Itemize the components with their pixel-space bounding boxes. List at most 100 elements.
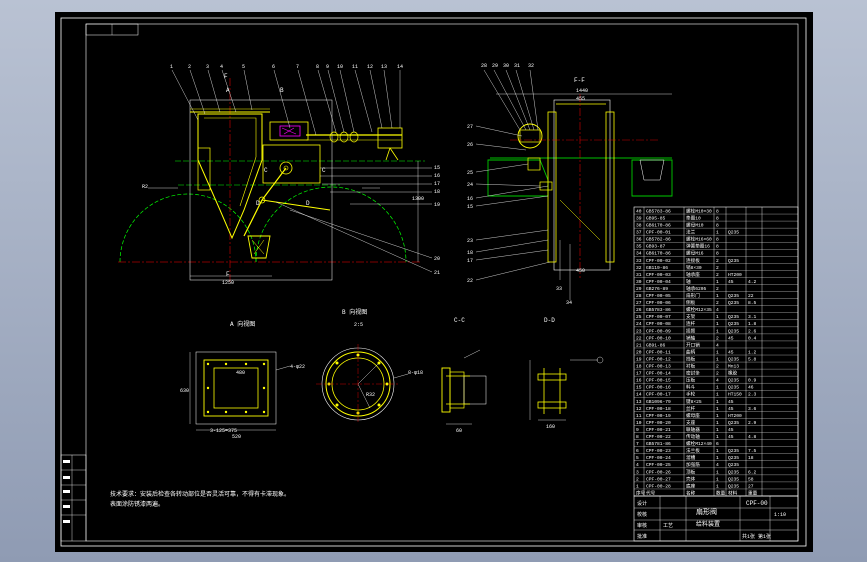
bom-cell: 7.5: [748, 448, 757, 454]
callout-5: 5: [242, 64, 245, 70]
bom-cell: 传动轴: [686, 433, 700, 440]
bom-cell: 36: [636, 237, 642, 243]
bom-cell: 4: [716, 378, 719, 384]
bom-cell: 16: [636, 378, 642, 384]
bom-cell: 13: [636, 399, 642, 405]
bom-cell: 1: [716, 279, 719, 285]
bom-cell: CPF-00-14: [646, 371, 671, 377]
bom-cell: 丝杆: [686, 405, 696, 412]
title-block: 设计 校核 审核 工艺 批准 扇形阀 给料装置 CPF-00 1:10 共1张 …: [633, 495, 799, 542]
bom-cell: GB119-86: [646, 265, 668, 271]
bom-cell: CPF-00-23: [646, 448, 671, 454]
bom-cell: 1: [716, 314, 719, 320]
callout-18b: 18: [467, 250, 473, 256]
a-view: [189, 351, 291, 431]
dd-view-title: D-D: [544, 317, 555, 324]
bom-cell: 45: [728, 279, 734, 285]
bom-cell: 1.2: [748, 349, 757, 355]
bom-cell: Q235: [728, 328, 739, 334]
callout-1: 1: [170, 64, 173, 70]
callout-15: 15: [434, 165, 440, 171]
bom-cell: 衬板: [686, 363, 696, 370]
bom-cell: 2: [716, 265, 719, 271]
callout-23: 23: [467, 238, 473, 244]
bom-header-cell: 代号: [646, 489, 656, 496]
bom-cell: 8: [716, 215, 719, 221]
bom-cell: 21: [636, 342, 642, 348]
bom-cell: CPF-00-01: [646, 230, 671, 236]
bom-cell: 侧板: [686, 299, 696, 306]
bom-cell: 8: [716, 237, 719, 243]
bom-cell: CPF-00-27: [646, 476, 671, 482]
bom-cell: 开口销: [686, 341, 700, 348]
title-label-review: 审核: [637, 522, 647, 529]
bom-cell: Q235: [728, 300, 739, 306]
dim-width-main: 1250: [222, 280, 234, 286]
bom-cell: 1: [716, 230, 719, 236]
bom-cell: 1: [716, 399, 719, 405]
bom-cell: 2: [716, 286, 719, 292]
dim-a-inner: 480: [236, 370, 245, 376]
callout-6: 6: [272, 64, 275, 70]
bom-cell: 18: [636, 364, 642, 370]
callout-7: 7: [296, 64, 299, 70]
callout-18: 18: [434, 189, 440, 195]
bom-cell: GB5781-86: [646, 441, 671, 447]
main-elevation-view: [118, 69, 433, 282]
bom-cell: 垫圈10: [686, 214, 701, 221]
bom-cell: 键8×25: [686, 398, 702, 405]
bom-cell: 料斗: [686, 384, 696, 391]
bom-cell: CPF-00-21: [646, 427, 671, 433]
sheet-count: 共1张 第1张: [742, 533, 771, 540]
bom-cell: Q235: [728, 448, 739, 454]
bom-cell: CPF-00-12: [646, 356, 671, 362]
bom-cell: 8.5: [748, 300, 757, 306]
bom-cell: 34: [636, 251, 642, 257]
bom-cell: Q235: [728, 469, 739, 475]
bom-cell: CPF-00-02: [646, 258, 671, 264]
bom-cell: 2: [636, 476, 639, 482]
bom-cell: 39: [636, 215, 642, 221]
dim-a-h: 630: [180, 388, 189, 394]
bom-cell: 46: [748, 385, 754, 391]
bom-cell: 1: [716, 293, 719, 299]
bom-cell: 2.3: [748, 392, 757, 398]
bom-cell: 底座: [686, 482, 696, 489]
bom-cell: CPF-00-25: [646, 462, 671, 468]
bom-cell: GB5783-86: [646, 208, 671, 214]
bom-cell: 8: [716, 208, 719, 214]
bom-cell: GB5783-86: [646, 307, 671, 313]
bom-cell: 支架: [686, 313, 696, 320]
left-side-block: [60, 454, 87, 542]
bom-header-cell: 材料: [728, 489, 738, 496]
bom-cell: 1: [716, 483, 719, 489]
bom-cell: 1: [716, 434, 719, 440]
bom-cell: CPF-00-20: [646, 420, 671, 426]
callout-17b: 17: [467, 258, 473, 264]
dd-view-labels: D-D 160: [544, 317, 555, 430]
bom-cell: Q235: [728, 455, 739, 461]
bom-cell: 螺栓M12×35: [686, 306, 712, 313]
bom-cell: 溜槽: [686, 454, 696, 461]
section-mark-c: C: [264, 167, 268, 174]
bom-cell: 58: [748, 476, 754, 482]
bom-cell: 1: [716, 448, 719, 454]
dim-ff-w: 455: [576, 96, 585, 102]
bom-cell: 6: [636, 448, 639, 454]
bom-cell: 8: [716, 223, 719, 229]
bom-cell: 1: [636, 483, 639, 489]
bom-cell: 壳体: [686, 475, 696, 482]
bom-cell: 8: [636, 434, 639, 440]
bom-cell: 19: [636, 356, 642, 362]
bom-cell: 28: [636, 293, 642, 299]
callout-14: 14: [397, 64, 403, 70]
bom-cell: Q235: [728, 321, 739, 327]
bom-cell: CPF-00-05: [646, 293, 671, 299]
bom-cell: 1: [716, 469, 719, 475]
bom-cell: 32: [636, 265, 642, 271]
callout-16: 16: [434, 173, 440, 179]
b-view-title: B 向视图: [342, 308, 367, 316]
bom-cell: 14: [636, 392, 642, 398]
